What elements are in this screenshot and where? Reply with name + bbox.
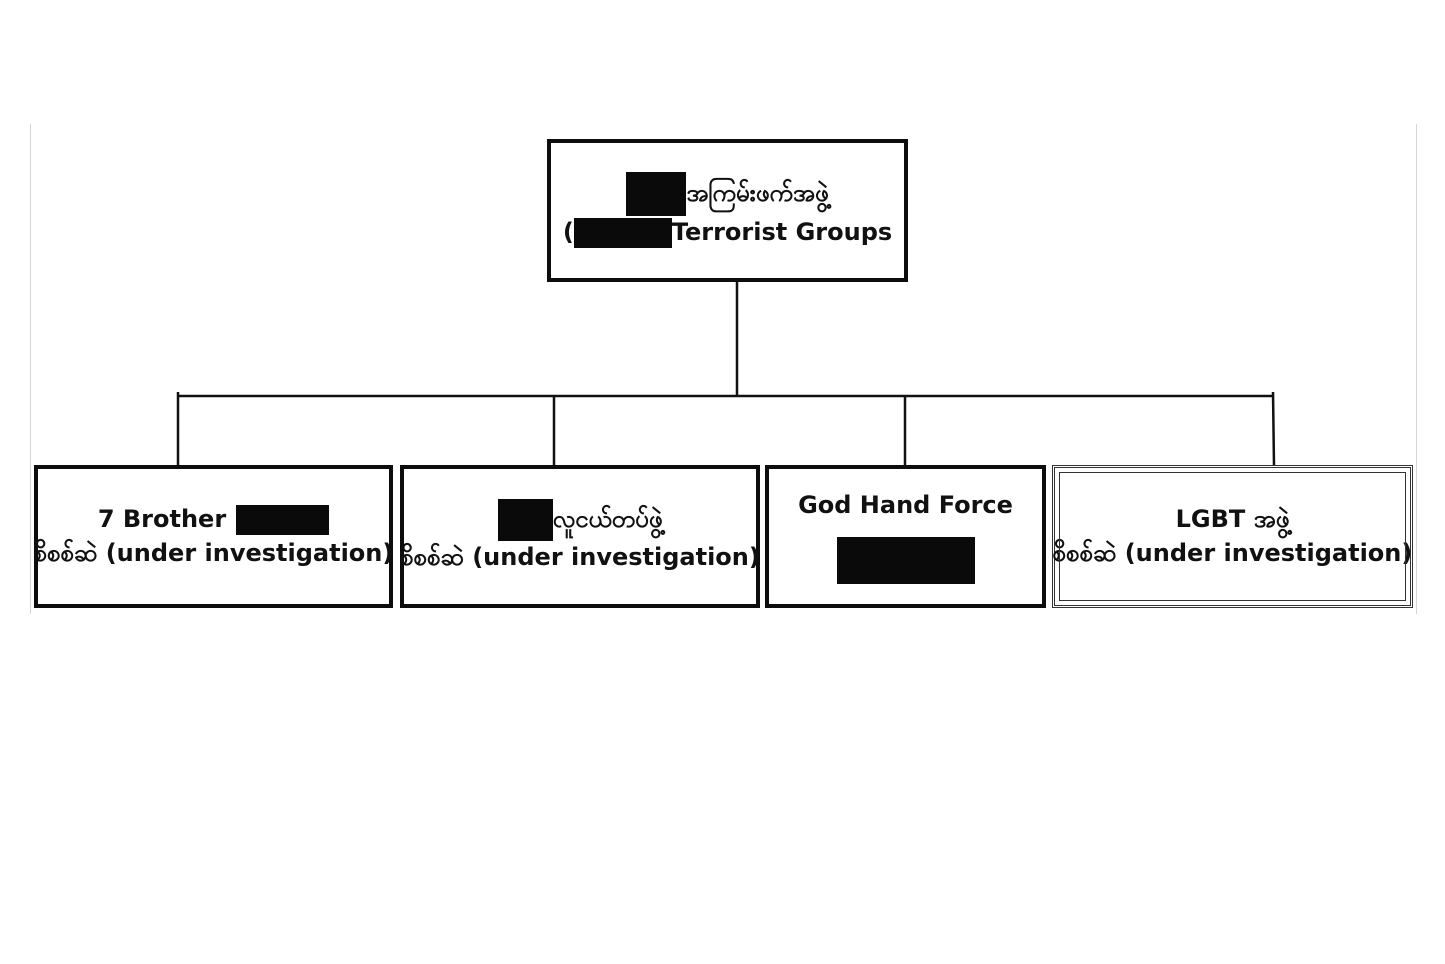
root-subtitle-open-paren: ( xyxy=(562,217,574,246)
child-4-status: စိစစ်ဆဲ (under investigation) xyxy=(1052,538,1413,567)
child-2-title: လူငယ်တပ်ဖွဲ့ xyxy=(552,504,663,533)
child-4-title: LGBT အဖွဲ့ xyxy=(1175,504,1290,533)
frame-left-edge xyxy=(30,124,31,614)
child-node-god-hand-force: God Hand Force xyxy=(765,465,1046,608)
redaction-block xyxy=(626,171,687,216)
root-subtitle-english: Terrorist Groups xyxy=(671,217,893,246)
frame-right-edge xyxy=(1416,124,1417,614)
child-node-lgbt-group: LGBT အဖွဲ့ စိစစ်ဆဲ (under investigation) xyxy=(1052,465,1413,608)
redaction-block xyxy=(836,536,975,584)
child-1-status: စိစစ်ဆဲ (under investigation) xyxy=(33,538,394,567)
child-3-title: God Hand Force xyxy=(798,491,1013,520)
child-node-7-brother: 7 Brother စိစစ်ဆဲ (under investigation) xyxy=(34,465,393,608)
redaction-block xyxy=(573,217,672,248)
child-1-title: 7 Brother xyxy=(97,504,227,533)
child-2-title-line: လူငယ်တပ်ဖွဲ့ xyxy=(497,498,663,541)
root-title-burmese: အကြမ်းဖက်အဖွဲ့ xyxy=(686,178,829,207)
root-subtitle-line: ( Terrorist Groups xyxy=(563,216,892,250)
drop-line-4 xyxy=(1271,391,1276,467)
root-node-terrorist-groups: အကြမ်းဖက်အဖွဲ့ ( Terrorist Groups xyxy=(547,139,908,282)
root-title-line: အကြမ်းဖက်အဖွဲ့ xyxy=(626,171,829,216)
child-2-status: စိစစ်ဆဲ (under investigation) xyxy=(400,542,760,571)
child-1-title-line: 7 Brother xyxy=(97,503,330,537)
redaction-block xyxy=(236,504,330,535)
child-node-youth-force: လူငယ်တပ်ဖွဲ့ စိစစ်ဆဲ (under investigatio… xyxy=(400,465,760,608)
redaction-block xyxy=(497,498,553,541)
